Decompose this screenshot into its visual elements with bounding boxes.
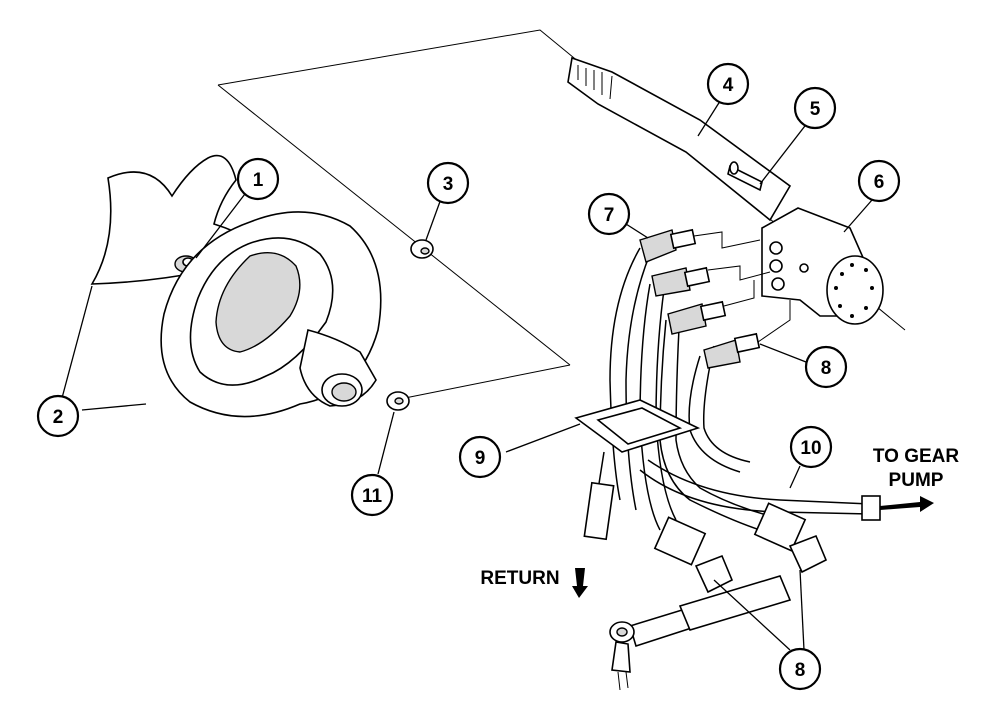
flow-labels: TO GEAR PUMP RETURN	[480, 446, 959, 589]
callout-4: 4	[706, 62, 750, 106]
callout-10: 10	[789, 425, 833, 469]
callout-3-label: 3	[443, 174, 454, 195]
mounting-plate	[574, 399, 701, 453]
return-label: RETURN	[480, 568, 559, 589]
callout-10-label: 10	[800, 438, 821, 459]
callout-3: 3	[426, 161, 470, 205]
callout-8-lower-label: 8	[795, 660, 806, 681]
steering-wheel	[160, 211, 382, 418]
callout-11-label: 11	[362, 486, 383, 507]
callout-4-label: 4	[723, 75, 734, 96]
spacer-3	[410, 239, 434, 259]
return-arrow	[572, 568, 588, 598]
to-gear-pump-arrow	[880, 496, 934, 512]
callout-6: 6	[857, 159, 901, 203]
flow-arrows	[572, 496, 934, 598]
bolt-5	[727, 161, 763, 192]
steering-cylinder	[609, 575, 792, 691]
callout-7: 7	[587, 192, 631, 236]
callout-9: 9	[458, 435, 502, 479]
helm-shaft	[567, 56, 792, 222]
callout-9-label: 9	[475, 448, 486, 469]
callout-11: 11	[350, 473, 394, 517]
callout-2: 2	[36, 394, 80, 438]
callout-8-upper-label: 8	[821, 358, 832, 379]
leader-lines	[61, 97, 873, 651]
callout-8-lower: 8	[778, 647, 822, 691]
bushing-11	[386, 391, 410, 411]
callout-5: 5	[793, 86, 837, 130]
callouts: 1 2 3 4 5 6 7 8	[36, 62, 901, 691]
callout-2-label: 2	[53, 407, 64, 428]
callout-5-label: 5	[810, 99, 821, 120]
callout-7-label: 7	[604, 205, 615, 226]
callout-6-label: 6	[874, 172, 885, 193]
pump-label: PUMP	[889, 470, 944, 491]
helm-pump	[761, 207, 884, 325]
callout-8-upper: 8	[804, 345, 848, 389]
callout-1-label: 1	[253, 170, 264, 191]
callout-1: 1	[236, 157, 280, 201]
to-gear-label: TO GEAR	[873, 446, 959, 467]
